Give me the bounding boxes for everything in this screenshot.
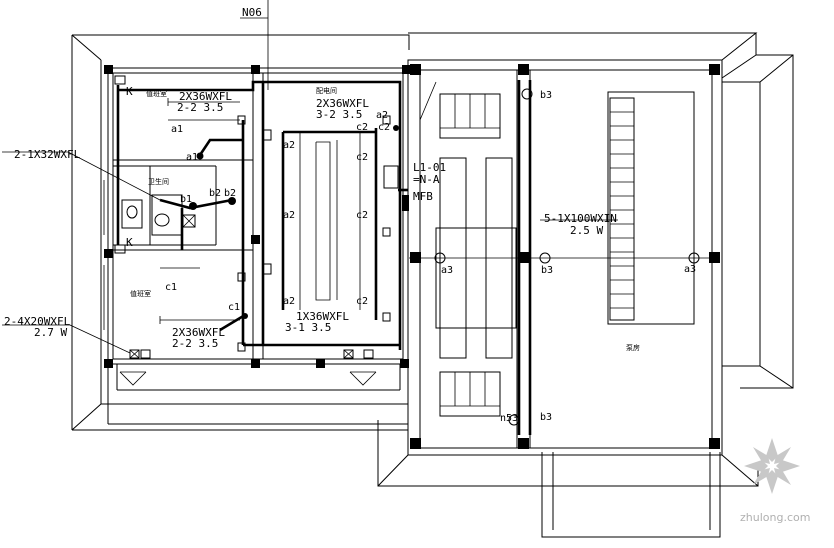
fixture-tag: a3: [684, 264, 696, 275]
fixtures: [114, 75, 700, 426]
switch-box: [382, 227, 391, 237]
switch-box: [382, 115, 391, 125]
circuit-label: 5-1X100WXIN: [544, 212, 617, 225]
fixture-tag: b1: [180, 194, 192, 205]
switch-letter: K: [126, 85, 133, 98]
watermark: zhulong.com: [740, 438, 810, 524]
column: [709, 252, 720, 263]
fixture-tag: b3: [540, 412, 552, 423]
column: [518, 252, 529, 263]
fixture-tag: c2: [356, 210, 368, 221]
roof-outline: [71, 32, 794, 538]
fixture-tag: a2: [283, 140, 295, 151]
column: [402, 195, 409, 211]
switch-box: [237, 272, 246, 282]
leader-lines: [2, 17, 618, 354]
circuit-label: 2X36WXFL: [316, 97, 369, 110]
column: [709, 438, 720, 449]
fixture-tag: c2: [356, 296, 368, 307]
watermark-logo-icon: [744, 438, 800, 494]
room-label: 配电间: [316, 86, 337, 95]
fixture-tag: b3: [540, 90, 552, 101]
fixture-tag: a3: [441, 265, 453, 276]
switch-box: [114, 75, 126, 85]
panel-type: MFB: [413, 190, 433, 203]
right-building-walls: [407, 59, 723, 456]
distribution-panel: [383, 165, 399, 189]
circuit-label: 2X36WXFL: [179, 90, 232, 103]
watermark-text: zhulong.com: [740, 511, 810, 524]
column: [104, 65, 113, 74]
column: [251, 65, 260, 74]
switch-letter: K: [126, 236, 133, 249]
fixture-tag: c1: [165, 282, 177, 293]
circuit-sub-label: 2-2 3.5: [172, 337, 218, 350]
switch-box: [237, 115, 246, 125]
panel-model: =N-A: [413, 173, 440, 186]
circuit-label: 2X36WXFL: [172, 326, 225, 339]
circuit-sub-label: 3-1 3.5: [285, 321, 331, 334]
switch-box: [262, 263, 272, 275]
column: [251, 359, 260, 368]
column: [400, 359, 409, 368]
switch-box: [114, 244, 126, 254]
circuit-sub-label: 2.5 W: [570, 224, 603, 237]
column: [104, 249, 113, 258]
circuit-label: 2-1X32WXFL: [14, 148, 81, 161]
circuit-sub-label: 2.7 W: [34, 326, 67, 339]
switch-box: [382, 312, 391, 322]
circuit-sub-label: 3-2 3.5: [316, 108, 362, 121]
switch-box: [237, 342, 246, 352]
fixture-tag: b3: [541, 265, 553, 276]
circuit-label: 1X36WXFL: [296, 310, 349, 323]
room-label: 值班室: [146, 89, 167, 98]
feeder-label: N06: [242, 6, 262, 19]
column: [410, 64, 421, 75]
column: [316, 359, 325, 368]
column: [402, 65, 411, 74]
fixture-tag: n53: [500, 413, 518, 424]
panel-id: L1-01: [413, 161, 446, 174]
circuit-sub-label: 2-2 3.5: [177, 101, 223, 114]
labels: N06 2X36WXFL 2-2 3.5 2X36WXFL 3-2 3.5 2-…: [4, 6, 696, 424]
column: [410, 252, 421, 263]
fixture-tag: b2: [224, 188, 236, 199]
room-label: 泵房: [626, 343, 640, 352]
fixture-tag: a2: [376, 110, 388, 121]
room-label: 卫生间: [148, 177, 169, 186]
fixture-tag: c1: [228, 302, 240, 313]
fixture-tag: a1: [186, 152, 198, 163]
fixture-tag: a1: [171, 124, 183, 135]
fixture-tag: c2: [356, 152, 368, 163]
switch-box: [262, 129, 272, 141]
room-label: 值班室: [130, 289, 151, 298]
column: [410, 438, 421, 449]
circuit-label: 2-4X20WXFL: [4, 315, 71, 328]
fixture-tag: a2: [283, 210, 295, 221]
column: [104, 359, 113, 368]
fixture-tag: c2: [378, 122, 390, 133]
fixture-tag: c2: [356, 122, 368, 133]
column: [518, 438, 529, 449]
fixture-tag: a2: [283, 296, 295, 307]
columns: [104, 64, 720, 449]
column: [251, 235, 260, 244]
column: [709, 64, 720, 75]
fixture-tag: b2: [209, 188, 221, 199]
column: [518, 64, 529, 75]
